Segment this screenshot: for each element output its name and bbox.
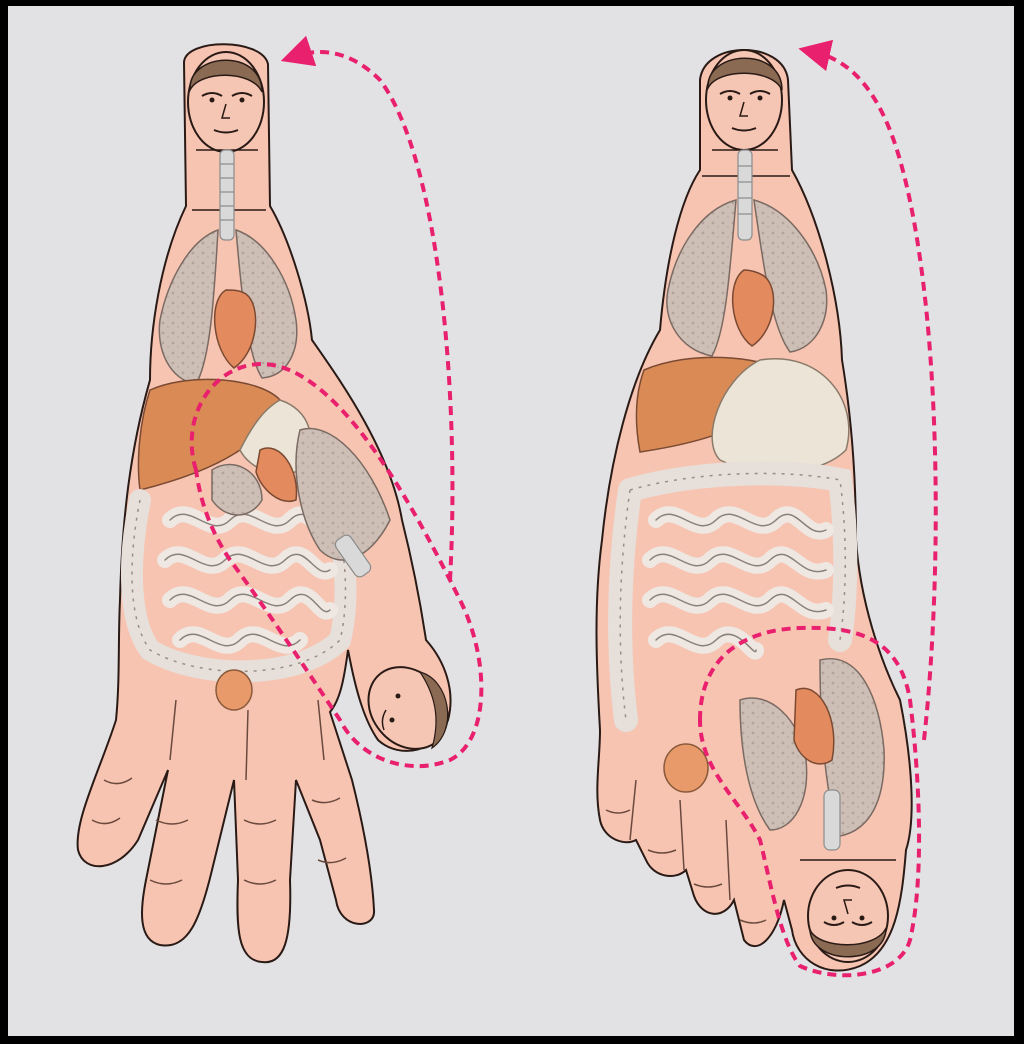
foot-head — [706, 50, 782, 150]
hand-bladder — [216, 670, 252, 710]
hand-head — [188, 52, 264, 152]
foot-bladder — [664, 744, 708, 792]
foot-trachea — [738, 150, 752, 240]
hand-trachea — [220, 150, 234, 240]
foot-toe-head — [808, 870, 888, 962]
